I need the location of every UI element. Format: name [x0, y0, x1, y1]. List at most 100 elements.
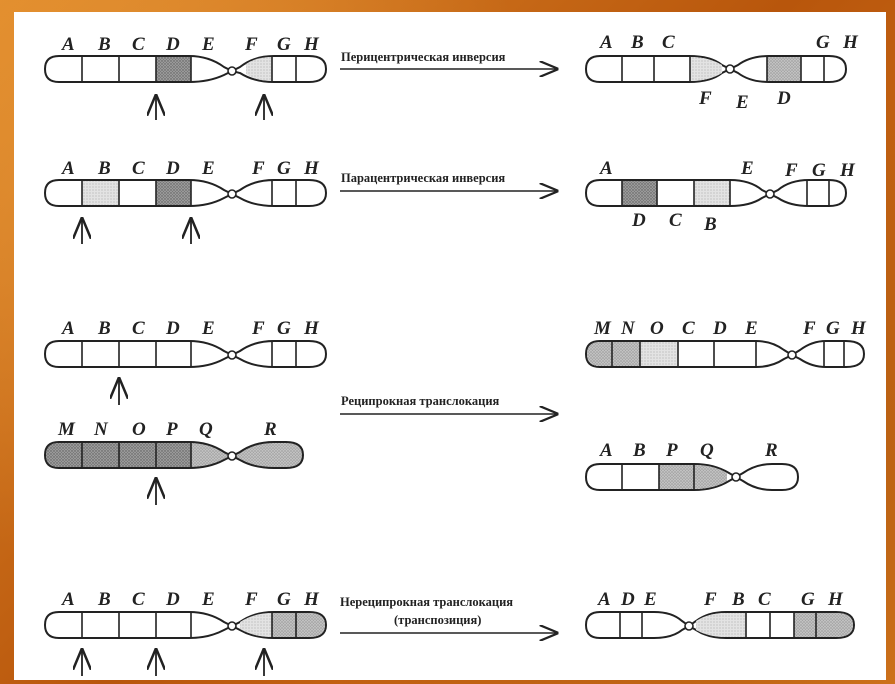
gene-label: A	[61, 589, 75, 610]
gene-label: Q	[199, 419, 213, 440]
gene-label: F	[698, 88, 712, 109]
gene-label: F	[784, 160, 798, 181]
gene-label: C	[662, 32, 675, 53]
gene-label: D	[165, 318, 180, 339]
process-label-sub: (транспозиция)	[394, 613, 481, 627]
gene-label: G	[277, 158, 291, 179]
process-label: Перицентрическая инверсия	[341, 50, 506, 64]
process-label: Нереципрокная транслокация	[340, 595, 513, 609]
row2-after-labels: A E F G H D C B	[599, 158, 856, 235]
row3-after-labels-1: M N O C D E F G H	[593, 318, 867, 339]
gene-label: E	[744, 318, 758, 339]
process-label: Реципрокная транслокация	[341, 394, 500, 408]
gene-label: G	[812, 160, 826, 181]
gene-label: O	[650, 318, 664, 339]
row4-after-chromosome	[584, 611, 856, 639]
gene-label: G	[801, 589, 815, 610]
gene-label: D	[165, 158, 180, 179]
gene-label: C	[132, 34, 145, 55]
row4-before-chromosome	[43, 611, 328, 639]
gene-label: E	[735, 92, 749, 113]
gene-label: B	[703, 214, 717, 235]
row1-after-labels: A B C G H F E D	[599, 32, 859, 113]
gene-label: C	[758, 589, 771, 610]
gene-label: C	[132, 158, 145, 179]
row4-after-labels: A D E F B C G H	[597, 589, 844, 610]
gene-label: M	[57, 419, 76, 440]
gene-label: B	[630, 32, 644, 53]
gene-label: R	[263, 419, 277, 440]
gene-label: D	[165, 34, 180, 55]
gene-label: N	[620, 318, 636, 339]
gene-label: H	[839, 160, 856, 181]
row1-after-chromosome	[584, 55, 848, 83]
gene-label: P	[165, 419, 178, 440]
gene-label: D	[776, 88, 791, 109]
row3-after-chromosome-1	[584, 340, 866, 368]
diagram-panel: A B C D E F G H Перицентрическая инверси…	[14, 12, 886, 680]
gene-label: H	[303, 34, 320, 55]
gene-label: F	[244, 34, 258, 55]
process-label: Парацентрическая инверсия	[341, 171, 505, 185]
gene-label: A	[599, 440, 613, 461]
gene-label: A	[61, 318, 75, 339]
gene-label: C	[669, 210, 682, 231]
gene-label: M	[593, 318, 612, 339]
row4-break-arrows	[82, 650, 264, 676]
gene-label: G	[277, 318, 291, 339]
gene-label: G	[277, 589, 291, 610]
gene-label: E	[201, 589, 215, 610]
gene-label: C	[132, 589, 145, 610]
gene-label: C	[132, 318, 145, 339]
gene-label: P	[665, 440, 678, 461]
gene-label: E	[201, 34, 215, 55]
row3-after-chromosome-2	[584, 463, 800, 491]
gene-label: Q	[700, 440, 714, 461]
gene-label: E	[740, 158, 754, 179]
row3-after-labels-2: A B P Q R	[599, 440, 778, 461]
gene-label: F	[244, 589, 258, 610]
gene-label: C	[682, 318, 695, 339]
row4-before-labels: A B C D E F G H	[61, 589, 320, 610]
gene-label: H	[850, 318, 867, 339]
gene-label: R	[764, 440, 778, 461]
gene-label: E	[643, 589, 657, 610]
gene-label: E	[201, 158, 215, 179]
row4-process-arrow: Нереципрокная транслокация (транспозиция…	[340, 595, 557, 633]
gene-label: D	[631, 210, 646, 231]
gene-label: F	[802, 318, 816, 339]
row2-after-chromosome	[584, 179, 848, 207]
row3-before-labels-2: M N O P Q R	[57, 419, 277, 440]
gene-label: A	[61, 34, 75, 55]
gene-label: E	[201, 318, 215, 339]
row3-process-arrow: Реципрокная транслокация	[340, 394, 557, 414]
row3-before-labels-1: A B C D E F G H	[61, 318, 320, 339]
gene-label: H	[303, 158, 320, 179]
gene-label: A	[599, 32, 613, 53]
gene-label: G	[816, 32, 830, 53]
row2-before-labels: A B C D E F G H	[61, 158, 320, 179]
chromosome-diagram: A B C D E F G H Перицентрическая инверси…	[43, 32, 867, 676]
gene-label: A	[597, 589, 611, 610]
gene-label: F	[703, 589, 717, 610]
gene-label: F	[251, 318, 265, 339]
gene-label: A	[599, 158, 613, 179]
gene-label: N	[93, 419, 109, 440]
gene-label: B	[632, 440, 646, 461]
gene-label: B	[731, 589, 745, 610]
row1-break-arrows	[156, 96, 264, 120]
row3-before-chromosome-2	[43, 441, 305, 469]
gene-label: F	[251, 158, 265, 179]
gene-label: G	[277, 34, 291, 55]
row1-before-labels: A B C D E F G H	[61, 34, 320, 55]
gene-label: G	[826, 318, 840, 339]
gene-label: D	[165, 589, 180, 610]
gene-label: B	[97, 318, 111, 339]
gene-label: H	[303, 318, 320, 339]
row1-before-chromosome	[43, 55, 328, 83]
gene-label: H	[827, 589, 844, 610]
row3-before-chromosome-1	[43, 340, 328, 368]
gene-label: D	[712, 318, 727, 339]
gene-label: H	[842, 32, 859, 53]
gene-label: B	[97, 158, 111, 179]
